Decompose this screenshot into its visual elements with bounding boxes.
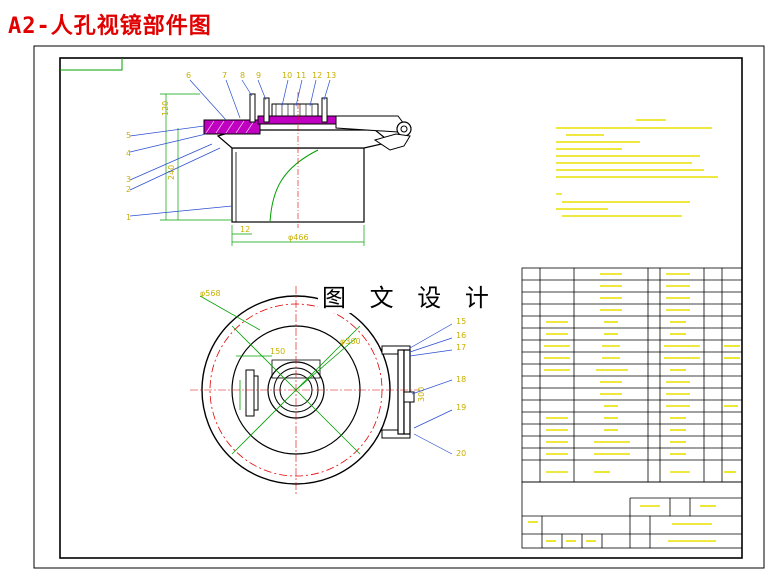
drawing-title: A2-人孔视镜部件图 xyxy=(8,14,212,39)
dim-label-diameter-466: φ466 xyxy=(288,233,309,242)
callout-20: 20 xyxy=(456,449,466,458)
dim-label-120: 120 xyxy=(161,101,170,116)
technical-notes xyxy=(556,119,718,217)
callout-16: 16 xyxy=(456,331,466,340)
callout-13: 13 xyxy=(326,71,336,80)
dim-label-diameter-360: φ360 xyxy=(340,337,361,346)
dim-label-150: 150 xyxy=(270,347,285,356)
parts-list-table xyxy=(521,267,743,483)
top-callout-numbers: 6 7 8 9 10 11 12 13 5 4 3 2 1 xyxy=(126,71,336,222)
title-block-text xyxy=(528,505,716,542)
dim-label-diameter-568: φ568 xyxy=(200,289,221,298)
outer-frame xyxy=(33,45,765,569)
title-block xyxy=(521,481,743,549)
callout-1: 1 xyxy=(126,213,131,222)
callout-4: 4 xyxy=(126,149,131,158)
dim-label-300: 300 xyxy=(417,387,426,402)
dim-label-240: 240 xyxy=(167,165,176,180)
corner-tab xyxy=(60,58,123,71)
dim-label-12: 12 xyxy=(240,225,250,234)
callout-7: 7 xyxy=(222,71,227,80)
front-dimensions xyxy=(160,93,365,246)
callout-17: 17 xyxy=(456,343,466,352)
parts-list-text xyxy=(544,273,740,473)
callout-2: 2 xyxy=(126,185,131,194)
callout-9: 9 xyxy=(256,71,261,80)
watermark-text: 图 文 设 计 xyxy=(318,278,501,313)
front-view xyxy=(203,92,412,228)
callout-18: 18 xyxy=(456,375,466,384)
callout-12: 12 xyxy=(312,71,322,80)
top-view xyxy=(190,286,420,494)
callout-6: 6 xyxy=(186,71,191,80)
top-callout-leaders xyxy=(129,79,331,217)
callout-5: 5 xyxy=(126,131,131,140)
right-callout-leaders xyxy=(409,323,453,455)
callout-19: 19 xyxy=(456,403,466,412)
callout-11: 11 xyxy=(296,71,306,80)
right-callout-numbers: 15 16 17 18 19 20 xyxy=(456,317,466,458)
callout-3: 3 xyxy=(126,175,131,184)
callout-8: 8 xyxy=(240,71,245,80)
callout-15: 15 xyxy=(456,317,466,326)
callout-10: 10 xyxy=(282,71,292,80)
